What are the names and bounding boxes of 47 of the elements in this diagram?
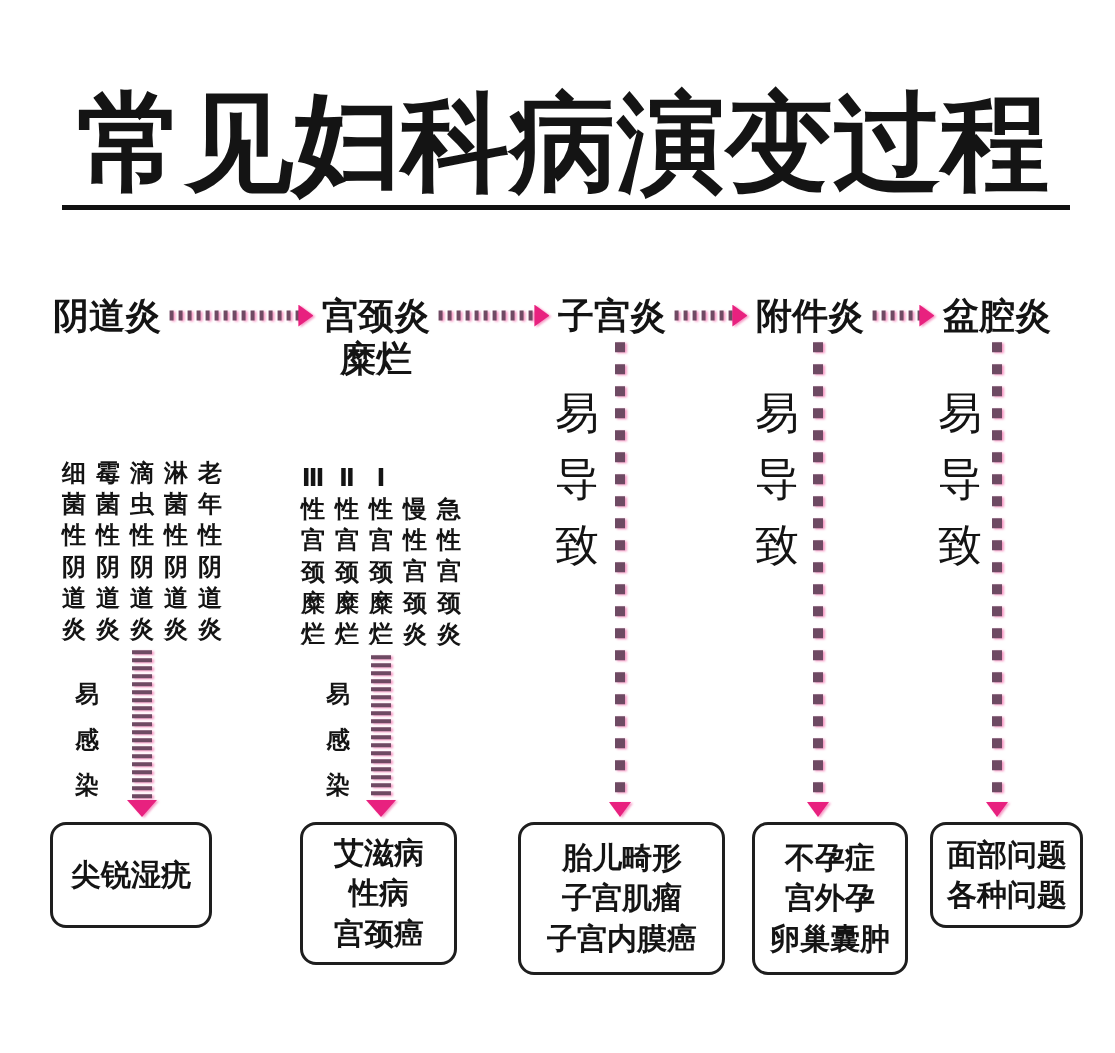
disease-label: 盆腔炎 bbox=[939, 294, 1055, 338]
outcome-text: 面部问题 bbox=[946, 835, 1067, 874]
arrow bbox=[807, 342, 829, 817]
arrow bbox=[438, 304, 550, 327]
outcome-text: 艾滋病 bbox=[333, 833, 424, 872]
subtype-label: 淋菌性阴道炎 bbox=[161, 458, 191, 646]
edge-label: 易导致 bbox=[938, 386, 982, 572]
subtype-label: 急性宫颈炎 bbox=[434, 494, 464, 650]
disease-label: 阴道炎 bbox=[49, 294, 165, 338]
outcome-text: 性病 bbox=[348, 874, 409, 913]
subtype-label: 慢性宫颈炎 bbox=[400, 494, 430, 650]
subtype-label: 滴虫性阴道炎 bbox=[127, 458, 157, 646]
disease-label: 宫颈炎糜烂 bbox=[318, 294, 434, 381]
outcome-text: 不孕症 bbox=[785, 838, 875, 877]
edge-label: 易感染 bbox=[75, 679, 99, 802]
arrow bbox=[169, 304, 314, 327]
outcome-text: 子宫内膜癌 bbox=[546, 919, 697, 958]
arrow bbox=[127, 650, 157, 817]
outcome-box bbox=[300, 822, 457, 965]
arrow bbox=[609, 342, 631, 817]
edge-label: 易感染 bbox=[326, 679, 350, 802]
disease-label: 附件炎 bbox=[752, 294, 868, 338]
arrow bbox=[366, 655, 396, 817]
subtype-label: 老年性阴道炎 bbox=[195, 458, 225, 646]
outcome-box bbox=[930, 822, 1083, 928]
outcome-text: 子宫肌瘤 bbox=[561, 879, 682, 918]
outcome-text: 尖锐湿疣 bbox=[71, 855, 191, 894]
arrow bbox=[872, 304, 935, 327]
subtype-label: Ⅱ性宫颈糜烂 bbox=[332, 463, 362, 651]
subtype-label: 霉菌性阴道炎 bbox=[93, 458, 123, 646]
disease-label: 子宫炎 bbox=[554, 294, 670, 338]
edge-label: 易导致 bbox=[555, 386, 599, 572]
outcome-text: 各种问题 bbox=[946, 876, 1067, 914]
arrow bbox=[986, 342, 1008, 817]
outcome-box bbox=[50, 822, 212, 928]
arrow bbox=[674, 304, 748, 327]
subtype-label: Ⅰ性宫颈糜烂 bbox=[366, 463, 396, 651]
title: 常见妇科病演变过程 bbox=[77, 86, 1049, 200]
outcome-text: 胎儿畸形 bbox=[561, 838, 682, 877]
outcome-text: 卵巢囊肿 bbox=[770, 919, 890, 958]
outcome-box bbox=[518, 822, 725, 975]
outcome-text: 宫颈癌 bbox=[333, 914, 424, 953]
edge-label: 易导致 bbox=[755, 386, 799, 572]
outcome-text: 宫外孕 bbox=[785, 879, 875, 918]
subtype-label: Ⅲ性宫颈糜烂 bbox=[298, 463, 328, 651]
outcome-box bbox=[752, 822, 908, 975]
subtype-label: 细菌性阴道炎 bbox=[59, 458, 89, 646]
